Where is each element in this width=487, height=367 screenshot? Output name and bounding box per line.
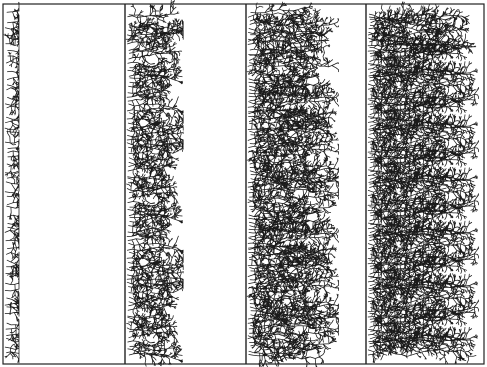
- figure-canvas: [0, 0, 487, 367]
- dendrite-growth-figure: [0, 0, 487, 367]
